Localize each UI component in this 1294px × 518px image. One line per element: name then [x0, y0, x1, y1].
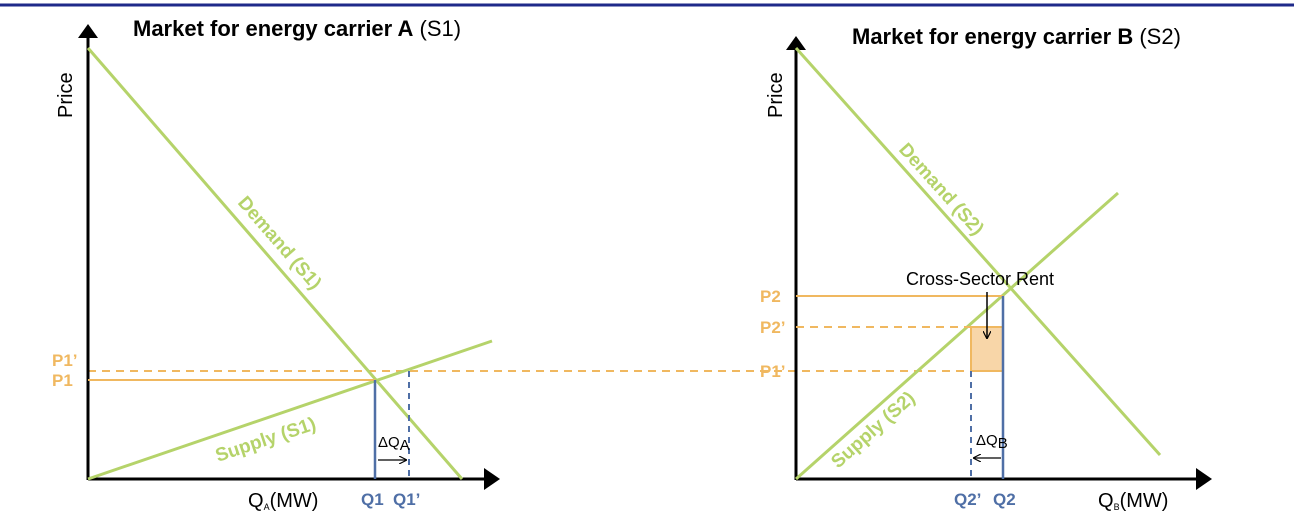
- market-b-demand-label: Demand (S2): [894, 139, 987, 239]
- market-b-x-label-main: Q: [1098, 490, 1114, 512]
- market-a-x-axis-label: QA(MW): [248, 490, 318, 512]
- market-a-x-label-sub: A: [264, 502, 270, 512]
- market-a-delta-main: ΔQ: [378, 434, 400, 451]
- market-b-supply-label: Supply (S2): [827, 388, 919, 473]
- market-b-supply-curve: [795, 191, 1119, 481]
- market-b-panel: Market for energy carrier B (S2) Price Q…: [760, 24, 1212, 512]
- market-a-p1-label: P1: [52, 371, 73, 390]
- market-b-x-label-unit: (MW): [1120, 490, 1169, 512]
- market-b-p2-prime-label: P2’: [760, 318, 786, 337]
- market-b-delta-label: ΔQB: [976, 432, 1008, 452]
- market-a-title-suffix: (S1): [413, 16, 461, 41]
- market-b-x-axis-label: QB(MW): [1098, 490, 1168, 512]
- market-a-demand-curve: [86, 47, 464, 480]
- market-a-y-axis-label: Price: [55, 72, 77, 118]
- market-a-q1-prime-label: Q1’: [393, 490, 420, 509]
- market-b-p1-prime-label: P1’: [760, 362, 786, 381]
- market-b-q2-prime-label: Q2’: [954, 490, 981, 509]
- market-b-delta-sub: B: [998, 435, 1008, 452]
- market-a-delta-label: ΔQA: [378, 434, 410, 454]
- market-a-supply-label: Supply (S1): [213, 414, 319, 467]
- market-b-y-axis-label: Price: [765, 72, 787, 118]
- market-a-supply-curve: [87, 339, 493, 481]
- market-b-delta-main: ΔQ: [976, 432, 998, 449]
- market-a-delta-sub: A: [400, 437, 410, 454]
- market-b-title-suffix: (S2): [1133, 24, 1181, 49]
- market-a-title: Market for energy carrier A (S1): [133, 16, 461, 41]
- market-b-p2-label: P2: [760, 287, 781, 306]
- market-b-q2-label: Q2: [993, 490, 1016, 509]
- market-b-x-label-sub: B: [1114, 502, 1120, 512]
- market-b-x-axis-arrow-icon: [1196, 468, 1212, 490]
- market-a-x-label-main: Q: [248, 490, 264, 512]
- market-b-title: Market for energy carrier B (S2): [852, 24, 1181, 49]
- market-a-q1-label: Q1: [361, 490, 384, 509]
- market-a-x-label-unit: (MW): [270, 490, 319, 512]
- market-a-x-axis-arrow-icon: [484, 468, 500, 490]
- market-a-title-bold: Market for energy carrier A: [133, 16, 414, 41]
- market-b-y-axis-arrow-icon: [786, 36, 806, 50]
- market-a-p1-prime-label: P1’: [52, 351, 78, 370]
- market-b-demand-curve: [794, 47, 1162, 456]
- market-a-demand-label: Demand (S1): [233, 193, 325, 294]
- market-b-title-bold: Market for energy carrier B: [852, 24, 1133, 49]
- market-a-panel: Market for energy carrier A (S1) Price Q…: [52, 16, 500, 512]
- market-a-y-axis-arrow-icon: [78, 24, 98, 38]
- cross-sector-rent-label: Cross-Sector Rent: [906, 269, 1054, 289]
